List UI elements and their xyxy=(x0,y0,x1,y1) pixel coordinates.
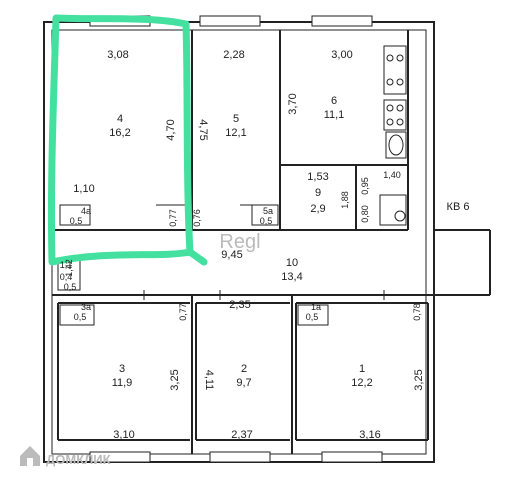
room-3-area: 11,9 xyxy=(112,377,133,389)
dim-095: 0,95 xyxy=(360,177,370,195)
room-labels: 4 16,2 5 12,1 6 11,1 9 2,9 10 13,4 3 11,… xyxy=(70,95,373,389)
room-6-number: 6 xyxy=(331,95,337,107)
dim-04: 0,4 xyxy=(60,272,73,282)
room-4a-number: 4а xyxy=(81,206,91,216)
dim-076: 0,76 xyxy=(192,209,202,227)
room-9-number: 9 xyxy=(315,187,321,199)
room-9-area: 2,9 xyxy=(310,203,325,215)
room-3a-area: 0,5 xyxy=(74,312,87,322)
room-5-number: 5 xyxy=(233,113,239,125)
room-1-number: 1 xyxy=(359,363,365,375)
dim-077b: 0,77 xyxy=(178,303,188,321)
dim-325-right: 3,25 xyxy=(413,369,425,390)
room-3-number: 3 xyxy=(119,363,125,375)
dim-top-room4: 3,08 xyxy=(107,49,128,61)
room-10-number: 10 xyxy=(286,257,298,269)
room-1-area: 12,2 xyxy=(351,377,372,389)
room-2-number: 2 xyxy=(241,363,247,375)
room-5-area: 12,1 xyxy=(225,127,246,139)
kitchen-fixtures xyxy=(379,45,407,226)
stair-label: КВ 6 xyxy=(447,201,470,213)
walls xyxy=(43,21,491,463)
room-10-area: 13,4 xyxy=(281,271,302,283)
room-3a-number: 3а xyxy=(81,302,91,312)
house-logo-icon xyxy=(20,446,40,466)
dim-325-left: 3,25 xyxy=(169,369,181,390)
dim-153: 1,53 xyxy=(307,171,328,183)
watermark-text: Regl xyxy=(219,231,260,253)
dim-bottom-310: 3,10 xyxy=(113,429,134,441)
dim-bottom-237: 2,37 xyxy=(231,429,252,441)
dim-945: 9,45 xyxy=(221,249,242,261)
dim-142: 1,42 xyxy=(64,259,74,277)
dim-235: 2,35 xyxy=(229,299,250,311)
dim-140: 1,40 xyxy=(383,170,401,180)
dim-side-370: 3,70 xyxy=(287,93,299,114)
room-1a-area: 0,5 xyxy=(306,312,319,322)
room-6-area: 11,1 xyxy=(324,109,345,121)
highlight-outline xyxy=(47,14,208,266)
dim-078: 0,78 xyxy=(412,303,422,321)
dimension-labels: 3,08 2,28 3,00 4,70 4,75 3,70 1,10 1,53 … xyxy=(60,49,425,441)
dim-side-470: 4,70 xyxy=(165,119,177,140)
dim-top-room6: 3,00 xyxy=(331,49,352,61)
room-4-number: 4 xyxy=(117,113,123,125)
dim-bottom-316: 3,16 xyxy=(359,429,380,441)
room-4-area: 16,2 xyxy=(109,127,130,139)
dim-110: 1,10 xyxy=(73,183,94,195)
dim-411: 4,11 xyxy=(203,370,215,391)
room-4a-area: 0,5 xyxy=(70,216,83,226)
doors xyxy=(143,204,385,300)
dim-top-room5: 2,28 xyxy=(223,49,244,61)
dim-side-475: 4,75 xyxy=(197,119,209,140)
dim-05: 0,5 xyxy=(64,282,77,292)
dim-1-1: 1,1 xyxy=(60,260,73,270)
dim-080: 0,80 xyxy=(360,205,370,223)
room-1a-number: 1а xyxy=(311,302,321,312)
dim-188: 1,88 xyxy=(340,191,350,209)
room-5a-number: 5а xyxy=(263,206,273,216)
brand-name: ДОМКЛИК xyxy=(46,452,111,467)
dim-077: 0,77 xyxy=(168,209,178,227)
room-5a-area: 0,5 xyxy=(260,216,273,226)
room-2-area: 9,7 xyxy=(236,377,251,389)
